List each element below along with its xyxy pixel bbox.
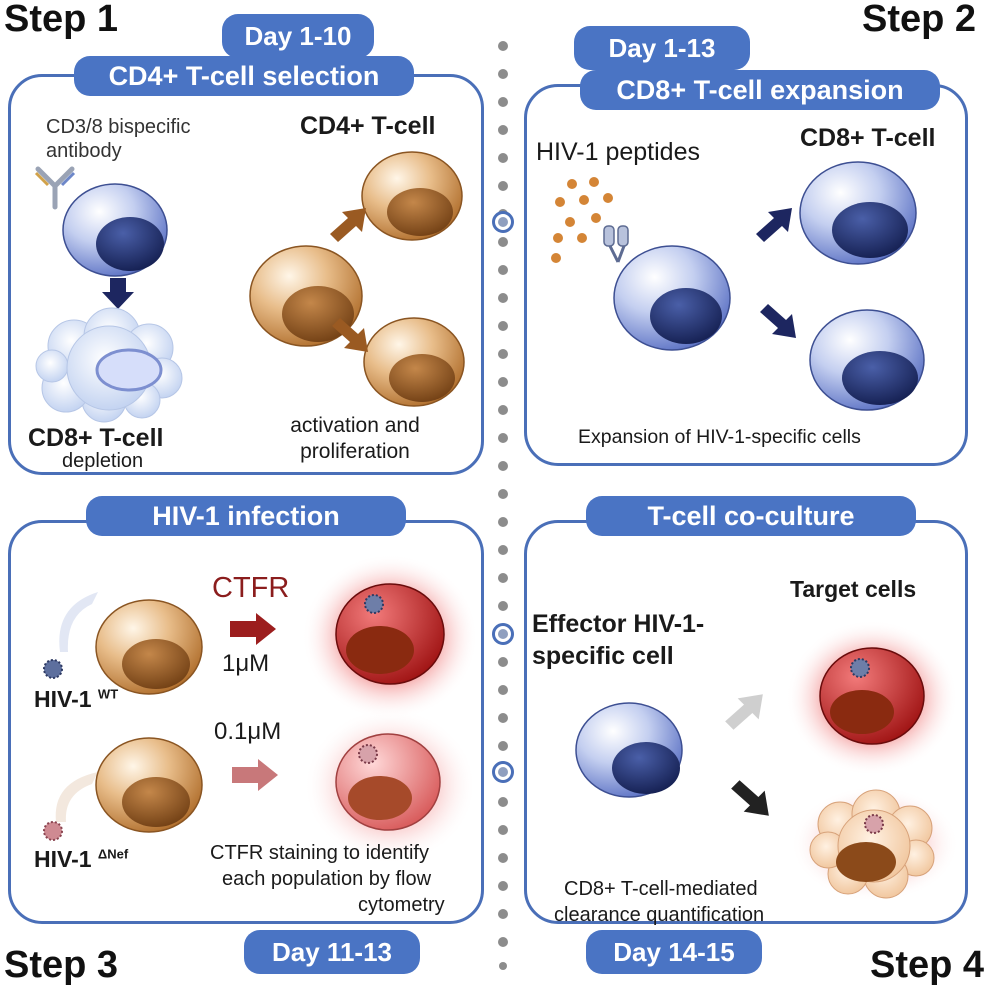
- antibody-icon: [34, 166, 76, 210]
- activation-label-line2: proliferation: [300, 440, 410, 463]
- cd8-tcell-label: CD8+ T-cell: [28, 424, 164, 452]
- arrow-navy-down-icon: [760, 304, 796, 338]
- arrow-gray-icon: [725, 694, 763, 730]
- cd8-cell-expanded-1: [799, 161, 917, 265]
- step-2-label: Step 2: [862, 0, 977, 40]
- infection-arc-nef: [55, 772, 98, 822]
- depletion-label: depletion: [62, 450, 144, 472]
- arrow-down-icon: [102, 278, 134, 309]
- hiv-nef-label: HIV-1 ΔNef: [34, 846, 128, 873]
- arrow-navy-up-icon: [756, 208, 792, 242]
- arrow-black-icon: [731, 780, 769, 816]
- ctfr-low-cell: [304, 708, 476, 864]
- hiv-wt-text: HIV-1: [34, 686, 92, 712]
- infected-cell-nef: [95, 737, 203, 833]
- infected-cell-wt: [95, 599, 203, 695]
- conc-low-label: 0.1μM: [214, 718, 282, 745]
- step-1-label: Step 1: [4, 0, 119, 40]
- hiv-nef-text: HIV-1: [34, 846, 92, 872]
- step-3-label: Step 3: [4, 944, 119, 986]
- arrow-pink-icon: [232, 759, 278, 791]
- hiv-wt-superscript: WT: [97, 686, 119, 702]
- effector-label-line1: Effector HIV-1-: [532, 610, 705, 638]
- cd8-cell-center: [613, 245, 731, 351]
- connector-node-1: [492, 211, 514, 233]
- connector-node-3: [492, 761, 514, 783]
- staining-line2: each population by flow: [222, 868, 432, 890]
- conc-high-label: 1μM: [222, 650, 270, 677]
- activation-label-line1: activation and: [290, 414, 420, 437]
- hiv-wt-label: HIV-1 WT: [34, 686, 118, 713]
- cd4-cell-proliferated-1: [361, 151, 463, 241]
- panel4-title-pill: T-cell co-culture: [586, 496, 916, 536]
- panel3-title-pill: HIV-1 infection: [86, 496, 406, 536]
- depleted-cell-icon: [35, 307, 183, 423]
- staining-line1: CTFR staining to identify: [210, 842, 429, 864]
- hiv-nef-superscript: ΔNef: [97, 846, 129, 862]
- infection-arc-wt: [59, 592, 98, 652]
- panel1-day-pill: Day 1-10: [222, 14, 374, 58]
- target-cell-lysed: [791, 786, 959, 902]
- effector-cell: [575, 702, 683, 798]
- panel2-day-pill: Day 1-13: [574, 26, 750, 70]
- effector-label-line2: specific cell: [532, 642, 674, 670]
- virus-wt-icon: [43, 659, 63, 679]
- panel1-title-pill: CD4+ T-cell selection: [74, 56, 414, 96]
- target-cells-label: Target cells: [790, 576, 917, 602]
- arrow-red-icon: [230, 613, 276, 645]
- antibody-label-line1: CD3/8 bispecific: [46, 116, 191, 138]
- ctfr-high-cell: [302, 554, 478, 720]
- panel4-day-pill: Day 14-15: [586, 930, 762, 974]
- expansion-label: Expansion of HIV-1-specific cells: [578, 426, 861, 448]
- step-4-label: Step 4: [870, 944, 985, 986]
- peptide-dots-icon: [551, 177, 613, 263]
- cd8-tcell-label-2: CD8+ T-cell: [800, 124, 936, 152]
- panel3-day-pill: Day 11-13: [244, 930, 420, 974]
- clearance-line2: clearance quantification: [554, 904, 765, 926]
- clearance-line1: CD8+ T-cell-mediated: [564, 878, 758, 900]
- cd8-cell-expanded-2: [809, 309, 925, 411]
- arrow-down-right-icon: [332, 318, 368, 352]
- virus-nef-icon: [43, 821, 63, 841]
- cd4-tcell-label: CD4+ T-cell: [300, 112, 436, 140]
- dotted-divider: [498, 41, 508, 970]
- target-cell-wt: [786, 620, 958, 776]
- panel2-title-pill: CD8+ T-cell expansion: [580, 70, 940, 110]
- cd8-cell-icon: [62, 183, 168, 277]
- antibody-label-line2: antibody: [46, 140, 122, 162]
- ctfr-label: CTFR: [212, 572, 290, 604]
- tcr-receptor-icon: [603, 225, 629, 263]
- cd4-cell-proliferated-2: [363, 317, 465, 407]
- connector-node-2: [492, 623, 514, 645]
- arrow-up-right-icon: [330, 208, 366, 242]
- peptides-label: HIV-1 peptides: [536, 138, 700, 166]
- staining-line3: cytometry: [358, 894, 445, 916]
